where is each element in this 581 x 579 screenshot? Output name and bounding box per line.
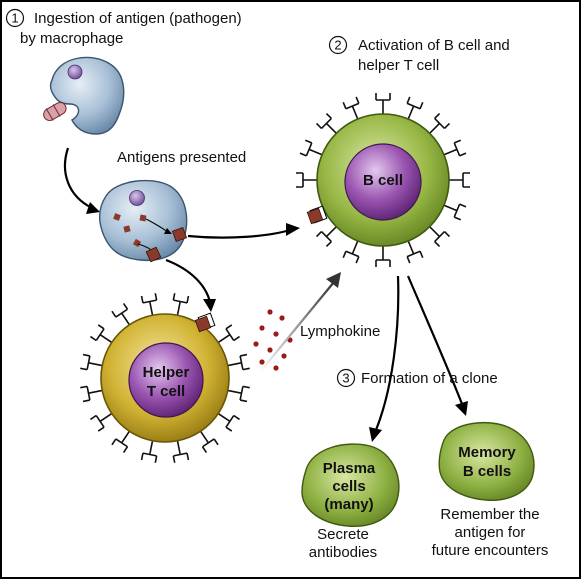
surface-receptor xyxy=(427,224,451,248)
label-lymphokine: Lymphokine xyxy=(300,323,380,340)
macrophage-ingesting xyxy=(43,56,125,135)
surface-receptor xyxy=(140,293,158,318)
surface-receptor xyxy=(89,411,114,432)
surface-receptor xyxy=(198,429,219,454)
macrophage-body xyxy=(49,56,125,135)
helper-t-bound-antigen xyxy=(194,315,212,333)
helper-t-cell-label-line-1: Helper xyxy=(143,364,190,381)
plasma-cells-label-line-3: (many) xyxy=(324,496,373,513)
memory-caption-line-1: Remember the xyxy=(440,506,539,523)
surface-receptor xyxy=(299,139,325,157)
arrowhead-ingestion xyxy=(86,202,100,214)
surface-antigen xyxy=(171,226,188,243)
arrowhead-to-helper-t xyxy=(203,299,216,312)
helper-t-cell-label-line-2: T cell xyxy=(147,383,185,400)
step-1-heading: 1 Ingestion of antigen (pathogen) by mac… xyxy=(5,8,242,47)
arrowhead-to-memory xyxy=(455,401,468,416)
surface-receptor xyxy=(427,112,451,136)
antigen-fragment xyxy=(139,214,147,222)
helper-t-cell-nucleus xyxy=(128,342,204,418)
arrow-presentation-to-b-cell xyxy=(187,228,291,239)
plasma-cells-label-line-2: cells xyxy=(332,478,365,495)
surface-receptor xyxy=(172,438,190,463)
memory-caption-line-3: future encounters xyxy=(432,542,549,559)
label-antigens-presented: Antigens presented xyxy=(117,149,246,166)
step-1-title-line-2: by macrophage xyxy=(20,30,123,47)
step-3-heading: 3 Formation of a clone xyxy=(336,368,498,388)
plasma-cells xyxy=(301,443,400,527)
presenting-macrophage-nucleus xyxy=(129,190,145,206)
surface-receptor xyxy=(315,224,339,248)
step-3-number: 3 xyxy=(342,371,349,386)
step-2-number: 2 xyxy=(334,38,341,53)
surface-receptor xyxy=(441,139,467,157)
memory-b-cells xyxy=(438,421,535,501)
step-2-number-circle xyxy=(328,35,348,55)
step-3-title: Formation of a clone xyxy=(361,370,498,387)
surface-receptor xyxy=(140,438,158,463)
step-2-title-line-1: Activation of B cell and xyxy=(358,37,510,54)
arrowhead-to-b-cell xyxy=(286,223,300,236)
b-cell-receptors xyxy=(296,93,470,267)
surface-receptor xyxy=(111,429,132,454)
surface-receptor xyxy=(342,96,360,122)
b-cell-nucleus xyxy=(344,143,422,221)
surface-receptor xyxy=(296,172,319,188)
arrow-b-cell-to-memory xyxy=(406,275,464,405)
surface-receptor xyxy=(80,385,105,403)
antigen-presenting-macrophage xyxy=(99,179,188,263)
memory-caption-line-2: antigen for xyxy=(455,524,526,541)
memory-b-cells-label-line-1: Memory xyxy=(458,444,516,461)
surface-receptor xyxy=(225,353,250,371)
arrow-lymphokine-to-b-cell xyxy=(259,281,335,373)
surface-receptor xyxy=(216,411,241,432)
surface-receptor xyxy=(225,385,250,403)
step-1-number-circle xyxy=(5,8,25,28)
step-1-title-line-1: Ingestion of antigen (pathogen) xyxy=(34,10,242,27)
surface-receptor xyxy=(80,353,105,371)
antigen-fragment xyxy=(113,213,121,221)
memory-b-cells-label-line-2: B cells xyxy=(463,463,511,480)
antigen-fragment xyxy=(132,238,142,248)
b-cell-label: B cell xyxy=(363,172,403,189)
surface-receptor xyxy=(441,203,467,221)
plasma-cells-label-line-1: Plasma xyxy=(323,460,376,477)
arrow-ingestion-to-presentation xyxy=(63,147,93,209)
internal-arrowhead xyxy=(164,228,172,234)
antigen-fragment xyxy=(123,225,131,233)
surface-receptor xyxy=(406,96,424,122)
step-3-number-circle xyxy=(336,368,356,388)
plasma-caption-line-2: antibodies xyxy=(309,544,377,561)
surface-receptor xyxy=(406,238,424,264)
pathogen xyxy=(43,102,67,121)
surface-receptor xyxy=(111,302,132,327)
plasma-caption-line-1: Secrete xyxy=(317,526,369,543)
arrow-presentation-to-helper-t xyxy=(165,258,212,303)
arrowhead-to-plasma xyxy=(369,427,382,442)
arrowhead-lymphokine xyxy=(326,272,341,288)
step-1-number: 1 xyxy=(11,11,18,26)
surface-receptor xyxy=(375,244,391,267)
surface-receptor xyxy=(216,324,241,345)
step-2-heading: 2 Activation of B cell and helper T cell xyxy=(328,35,510,74)
b-cell-bound-antigen xyxy=(306,207,324,225)
surface-antigen xyxy=(145,246,162,263)
macrophage-nucleus xyxy=(67,64,83,80)
arrow-b-cell-to-plasma xyxy=(374,275,400,431)
surface-receptor xyxy=(172,293,190,318)
surface-receptor xyxy=(447,172,470,188)
surface-receptor xyxy=(89,324,114,345)
surface-receptor xyxy=(315,112,339,136)
surface-receptor xyxy=(342,238,360,264)
step-2-title-line-2: helper T cell xyxy=(358,57,439,74)
surface-receptor xyxy=(375,93,391,116)
helper-t-cell-receptors xyxy=(80,293,250,463)
